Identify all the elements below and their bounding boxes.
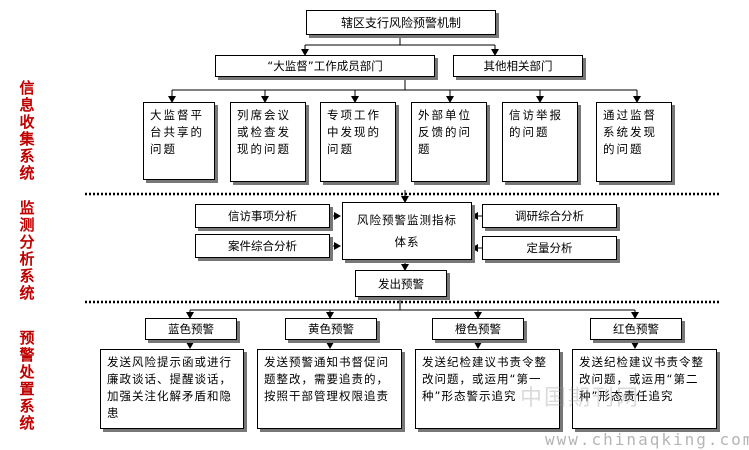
supervision-dept-box: “大监督”工作成员部门	[215, 55, 435, 77]
collect-item-external: 外部单位反馈的问题	[411, 102, 487, 182]
warning-action-blue: 发送风险提示函或进行廉政谈话、提醒谈话，加强关注化解矛盾和隐患	[100, 349, 244, 429]
petition-analysis-box: 信访事项分析	[195, 204, 330, 228]
other-dept-box: 其他相关部门	[453, 55, 583, 77]
quantitative-analysis-box: 定量分析	[482, 236, 617, 260]
side-label-collect: 信息收集系统	[19, 79, 35, 182]
collect-item-system: 通过监督系统发现的问题	[596, 102, 672, 182]
warning-action-yellow: 发送预警通知书督促问题整改，需要追责的，按照干部管理权限追责	[257, 349, 402, 429]
collect-item-inspection: 列席会议或检查发现的问题	[230, 102, 306, 182]
warning-level-red: 红色预警	[590, 318, 682, 340]
collect-item-platform: 大监督平台共享的问题	[143, 102, 215, 180]
warning-level-yellow: 黄色预警	[285, 318, 377, 340]
issue-warning-box: 发出预警	[355, 270, 447, 297]
watermark-url: www.chinaqking.com	[545, 430, 749, 449]
side-label-monitor: 监测分析系统	[19, 199, 35, 302]
side-label-warning: 预警处置系统	[19, 329, 35, 432]
title-box: 辖区支行风险预警机制	[306, 10, 496, 35]
research-analysis-box: 调研综合分析	[482, 204, 617, 228]
warning-level-orange: 橙色预警	[432, 318, 524, 340]
warning-action-orange: 发送纪检建议书责令整改问题，或运用“第一种”形态警示追究	[415, 349, 560, 429]
indicator-system-box: 风险预警监测指标体系	[342, 202, 472, 260]
warning-action-red: 发送纪检建议书责令整改问题，或运用“第二种”形态责任追究	[572, 349, 717, 429]
collect-item-special-work: 专项工作中发现的问题	[320, 102, 396, 182]
watermark-cn: 中国期刊网	[520, 386, 641, 411]
warning-level-blue: 蓝色预警	[145, 318, 237, 340]
case-analysis-box: 案件综合分析	[195, 234, 330, 258]
collect-item-petition: 信访举报的问题	[502, 102, 578, 182]
